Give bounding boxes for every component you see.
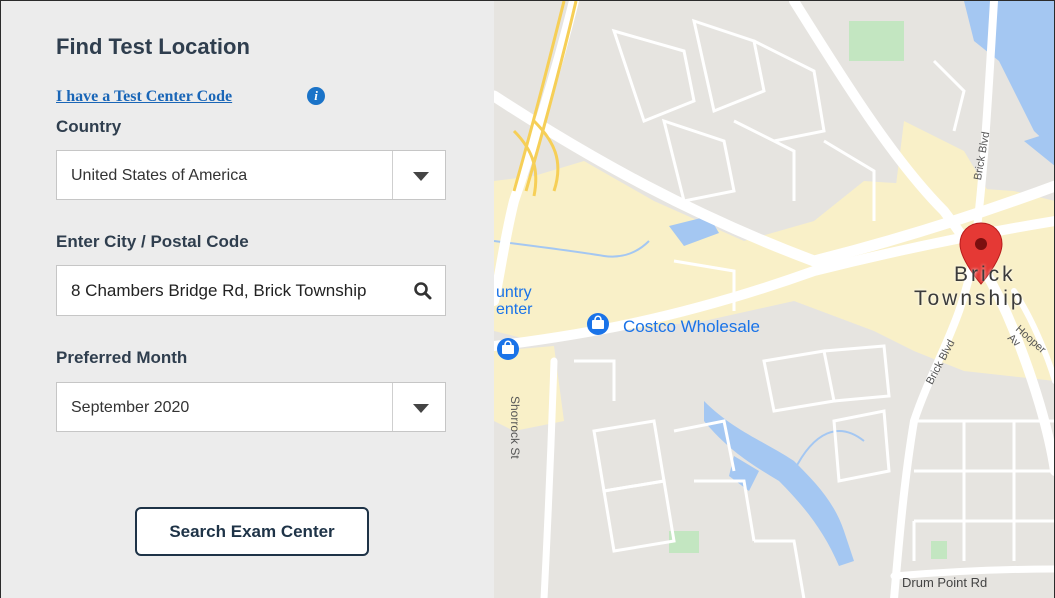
place-label-brick-township: Brick Township <box>914 263 1026 311</box>
map-pin-icon[interactable] <box>959 222 1003 285</box>
test-center-code-link[interactable]: I have a Test Center Code <box>56 88 233 105</box>
city-input-box <box>56 265 446 316</box>
country-value: United States of America <box>71 167 248 184</box>
poi-partial-line2: enter <box>496 301 533 318</box>
place-line2: Township <box>914 287 1026 310</box>
shopping-bag-icon[interactable] <box>497 338 519 360</box>
street-label-shorrock: Shorrock St <box>508 396 522 459</box>
select-divider <box>392 383 393 431</box>
month-value: September 2020 <box>71 399 190 416</box>
poi-partial-line1: untry <box>496 284 532 301</box>
map-view[interactable]: Costco Wholesale untry enter Brick Towns… <box>494 1 1055 598</box>
street-label-drum-point: Drum Point Rd <box>902 575 988 590</box>
search-panel: Find Test Location I have a Test Center … <box>1 1 494 598</box>
country-select[interactable]: United States of America <box>56 150 446 200</box>
chevron-down-icon[interactable] <box>413 404 429 413</box>
info-circle-icon[interactable]: i <box>307 87 325 105</box>
select-divider <box>392 151 393 199</box>
country-label: Country <box>56 117 122 136</box>
month-label: Preferred Month <box>56 348 188 367</box>
search-icon[interactable] <box>413 281 433 301</box>
month-select[interactable]: September 2020 <box>56 382 446 432</box>
map-canvas[interactable] <box>494 1 1055 598</box>
page-title: Find Test Location <box>56 34 250 59</box>
place-line1: Brick <box>953 263 1016 286</box>
poi-partial-label[interactable]: untry enter <box>496 284 532 318</box>
city-label: Enter City / Postal Code <box>56 232 249 251</box>
search-exam-center-button[interactable]: Search Exam Center <box>135 507 369 556</box>
poi-costco-label[interactable]: Costco Wholesale <box>623 317 761 336</box>
city-input[interactable] <box>57 266 397 315</box>
chevron-down-icon[interactable] <box>413 172 429 181</box>
shopping-bag-icon[interactable] <box>587 313 609 335</box>
